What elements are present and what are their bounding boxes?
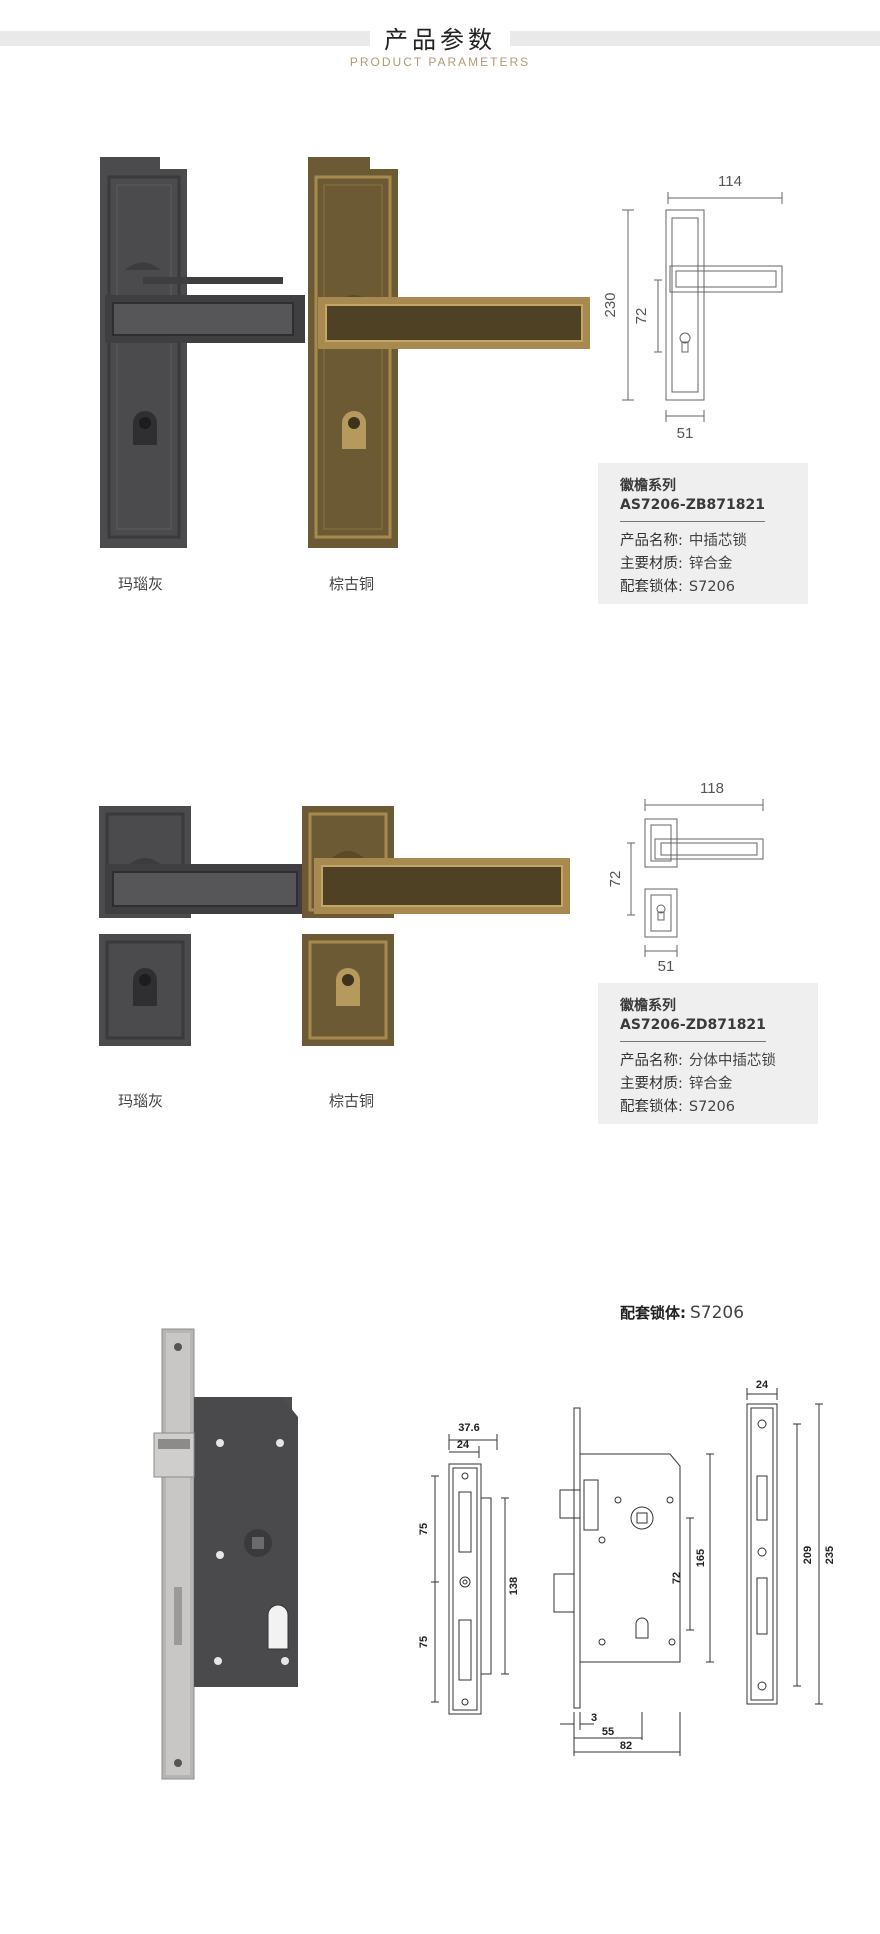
case-dim-depth: 82	[620, 1740, 632, 1752]
faceplate-dim-inner: 209	[802, 1546, 814, 1564]
product2-bronze-lock	[302, 806, 570, 1046]
product1-dimension-drawing: 114 230 72 51	[602, 173, 783, 442]
section-title: 产品参数	[384, 26, 496, 54]
product2-dim-hole-spacing: 72	[607, 871, 624, 888]
product2-dimension-drawing: 118 72 51	[607, 780, 764, 975]
faceplate-dim-width: 24	[756, 1380, 769, 1391]
product1-series: 徽檐系列	[620, 478, 676, 494]
lock-body-label-value: S7206	[690, 1303, 745, 1323]
strike-dim-inner: 24	[457, 1439, 470, 1451]
product2-color-gray: 玛瑙灰	[118, 1092, 164, 1110]
header-bar-left	[0, 31, 370, 46]
case-dim-backset: 72	[671, 1572, 683, 1584]
product1-color-bronze: 棕古铜	[329, 575, 375, 593]
product2-dim-plate-width: 51	[658, 958, 675, 975]
case-dim-front-thick: 3	[591, 1712, 597, 1724]
product1-info-row: 配套锁体:S7206	[620, 579, 735, 595]
lock-body-label-key: 配套锁体:	[620, 1304, 686, 1322]
strike-dim-upper: 75	[418, 1523, 430, 1535]
product1-dim-hole-spacing: 72	[633, 308, 650, 325]
lock-body-photo	[153, 1328, 298, 1780]
product2-info-card: 徽檐系列 AS7206-ZD871821 产品名称:分体中插芯锁 主要材质:锌合…	[598, 983, 818, 1124]
strike-dim-lower: 75	[418, 1636, 430, 1648]
strike-plate-drawing: 37.6 24 75 75 138	[418, 1422, 520, 1715]
product1-model: AS7206-ZB871821	[620, 496, 765, 522]
product2-series: 徽檐系列	[620, 998, 676, 1014]
product2-model: AS7206-ZD871821	[620, 1016, 766, 1042]
product2-gray-lock	[99, 806, 305, 1046]
faceplate-dim-height: 235	[824, 1546, 836, 1564]
header-bar-right	[510, 31, 880, 46]
strike-dim-height: 138	[508, 1577, 520, 1595]
product1-bronze-lock	[308, 157, 590, 548]
product1-dim-plate-width: 51	[677, 425, 694, 442]
product1-color-gray: 玛瑙灰	[118, 575, 164, 593]
product2-color-bronze: 棕古铜	[329, 1092, 375, 1110]
product1-info-row: 主要材质:锌合金	[620, 556, 733, 572]
product1-gray-lock	[100, 157, 305, 548]
lock-body-label: 配套锁体:S7206	[620, 1302, 744, 1323]
product1-info-row: 产品名称:中插芯锁	[620, 533, 747, 549]
strike-dim-width: 37.6	[458, 1422, 479, 1434]
case-dim-height: 165	[695, 1549, 707, 1567]
section-subtitle: PRODUCT PARAMETERS	[349, 55, 531, 69]
product2-dim-width: 118	[700, 780, 724, 797]
product2-info-row: 配套锁体:S7206	[620, 1099, 735, 1115]
product1-info-card: 徽檐系列 AS7206-ZB871821 产品名称:中插芯锁 主要材质:锌合金 …	[598, 463, 808, 604]
case-dim-backset-55: 55	[602, 1726, 614, 1738]
product1-dim-width: 114	[718, 173, 742, 190]
lock-case-drawing: 72 165 3 55 82	[553, 1407, 714, 1756]
faceplate-drawing: 24 209 235	[746, 1380, 836, 1705]
product2-info-row: 主要材质:锌合金	[620, 1076, 733, 1092]
product1-dim-height: 230	[602, 292, 619, 317]
product2-info-row: 产品名称:分体中插芯锁	[620, 1053, 776, 1069]
